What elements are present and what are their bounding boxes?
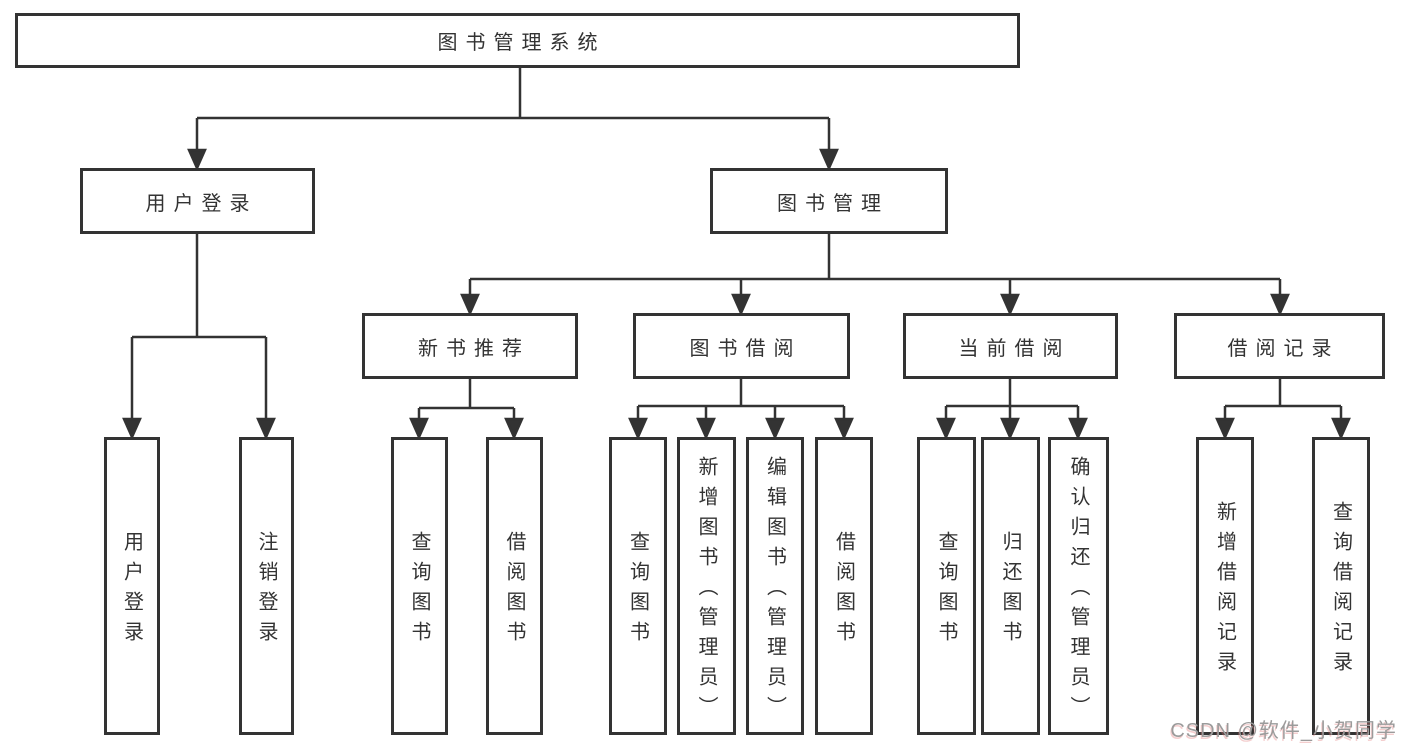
connector-borrowing-records-to-leaves <box>1215 379 1351 441</box>
leaf-current-return-books-label: 归还图书 <box>999 531 1021 651</box>
leaf-newrec-query-books: 查询图书 <box>391 437 448 735</box>
node-book-management-label: 图书管理 <box>777 192 889 215</box>
leaf-borrow-borrow-books: 借阅图书 <box>815 437 873 735</box>
connector-current-borrowing-to-leaves <box>936 379 1088 441</box>
leaf-newrec-borrow-books-label: 借阅图书 <box>503 531 525 651</box>
leaf-user-login-label: 用户登录 <box>120 531 143 651</box>
node-new-book-recommend: 新书推荐 <box>362 313 578 379</box>
leaf-records-query-record-label: 查询借阅记录 <box>1329 501 1352 681</box>
connector-book-borrowing-to-leaves <box>628 379 854 441</box>
leaf-borrow-borrow-books-label: 借阅图书 <box>832 531 855 651</box>
leaf-user-login: 用户登录 <box>104 437 160 735</box>
node-user-login-label: 用户登录 <box>145 192 258 215</box>
watermark: CSDN @软件_小贺同学 <box>1170 720 1397 742</box>
connector-root-to-level2 <box>187 68 839 172</box>
leaf-borrow-edit-books-admin-label: 编辑图书（管理员） <box>763 456 786 726</box>
node-book-management: 图书管理 <box>710 168 948 234</box>
leaf-records-add-record-label: 新增借阅记录 <box>1213 501 1236 681</box>
connector-book-management-to-level3 <box>460 234 1290 317</box>
node-root: 图书管理系统 <box>15 13 1020 68</box>
node-borrowing-records-label: 借阅记录 <box>1227 337 1340 360</box>
connector-user-login-to-leaves <box>122 234 276 441</box>
node-new-book-recommend-label: 新书推荐 <box>418 337 530 360</box>
leaf-current-query-books: 查询图书 <box>917 437 976 735</box>
node-book-borrowing: 图书借阅 <box>633 313 850 379</box>
leaf-newrec-borrow-books: 借阅图书 <box>486 437 543 735</box>
leaf-logout: 注销登录 <box>239 437 294 735</box>
leaf-borrow-add-books-admin-label: 新增图书（管理员） <box>695 456 717 726</box>
leaf-current-return-books: 归还图书 <box>981 437 1040 735</box>
leaf-logout-label: 注销登录 <box>255 531 277 651</box>
node-book-borrowing-label: 图书借阅 <box>689 337 802 360</box>
node-root-label: 图书管理系统 <box>437 32 606 54</box>
leaf-records-query-record: 查询借阅记录 <box>1312 437 1370 735</box>
leaf-newrec-query-books-label: 查询图书 <box>408 531 430 651</box>
leaf-borrow-add-books-admin: 新增图书（管理员） <box>677 437 736 735</box>
leaf-borrow-query-books: 查询图书 <box>609 437 667 735</box>
node-borrowing-records: 借阅记录 <box>1174 313 1385 379</box>
leaf-current-query-books-label: 查询图书 <box>935 531 957 651</box>
connector-new-book-recommend-to-leaves <box>409 379 524 441</box>
node-current-borrowing-label: 当前借阅 <box>958 337 1071 360</box>
leaf-borrow-edit-books-admin: 编辑图书（管理员） <box>746 437 804 735</box>
node-user-login: 用户登录 <box>80 168 315 234</box>
node-current-borrowing: 当前借阅 <box>903 313 1118 379</box>
leaf-borrow-query-books-label: 查询图书 <box>626 531 649 651</box>
leaf-current-confirm-return-admin-label: 确认归还（管理员） <box>1067 456 1089 726</box>
leaf-records-add-record: 新增借阅记录 <box>1196 437 1254 735</box>
leaf-current-confirm-return-admin: 确认归还（管理员） <box>1048 437 1109 735</box>
